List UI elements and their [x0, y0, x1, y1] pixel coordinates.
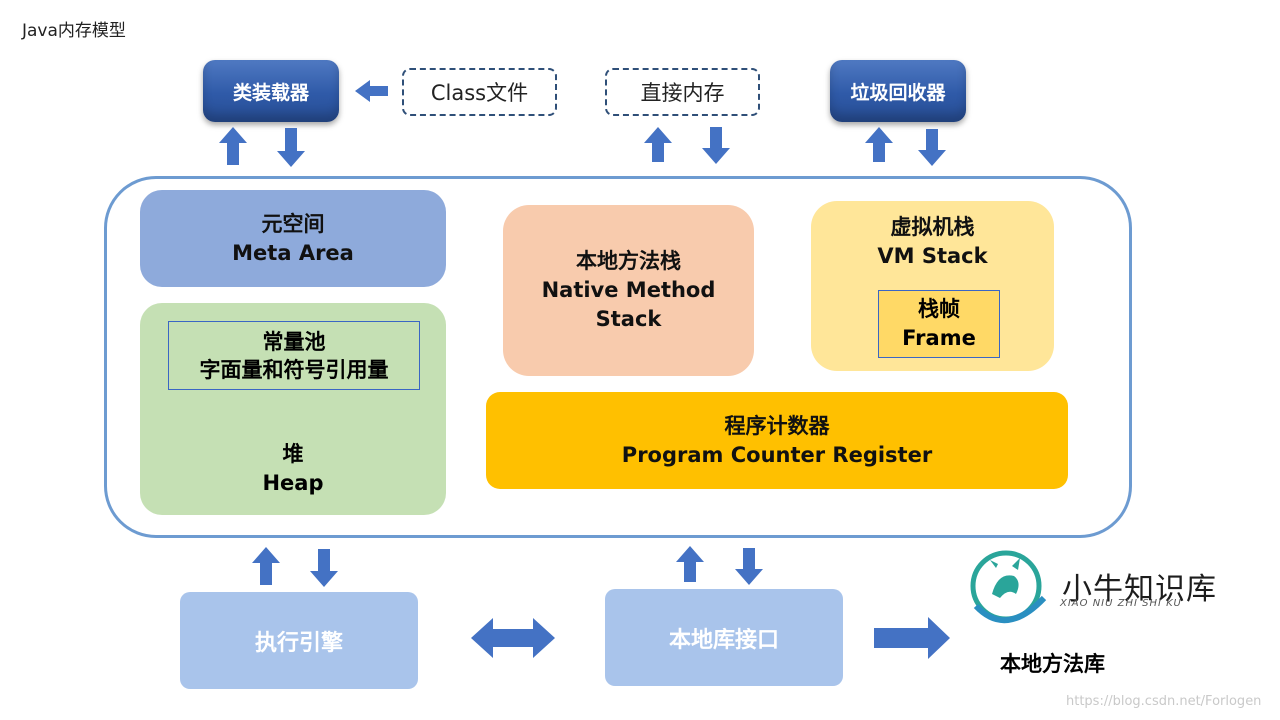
- constant-pool-box: 常量池 字面量和符号引用量: [168, 321, 420, 390]
- pc-cn: 程序计数器: [724, 413, 830, 438]
- meta-area-box: 元空间 Meta Area: [140, 190, 446, 287]
- class-file-label: Class文件: [430, 81, 529, 105]
- class-loader-label: 类装载器: [232, 81, 309, 104]
- execution-engine-box: 执行引擎: [180, 592, 418, 689]
- arrow-down-icon: [310, 549, 338, 587]
- double-arrow-icon: [471, 618, 555, 658]
- arrow-right-icon: [874, 617, 950, 659]
- vm-stack-en: VM Stack: [877, 244, 988, 268]
- direct-memory-label: 直接内存: [640, 81, 725, 105]
- frame-box: 栈帧 Frame: [878, 290, 1000, 358]
- native-stack-en2: Stack: [595, 307, 662, 331]
- meta-area-en: Meta Area: [232, 240, 354, 265]
- program-counter-box: 程序计数器 Program Counter Register: [486, 392, 1068, 489]
- heap-cn: 堆: [282, 442, 304, 466]
- heap-label: 堆 Heap: [140, 440, 446, 498]
- arrow-down-icon: [735, 548, 763, 585]
- native-stack-cn: 本地方法栈: [576, 249, 681, 273]
- page-title: Java内存模型: [22, 21, 126, 41]
- frame-cn: 栈帧: [918, 297, 960, 321]
- arrow-up-icon: [252, 547, 280, 585]
- arrow-up-icon: [219, 127, 247, 165]
- native-interface-box: 本地库接口: [605, 589, 843, 686]
- pc-en: Program Counter Register: [621, 442, 933, 467]
- constant-pool-title: 常量池: [262, 329, 326, 354]
- native-interface-label: 本地库接口: [668, 627, 779, 653]
- constant-pool-desc: 字面量和符号引用量: [199, 357, 389, 382]
- arrow-down-icon: [277, 128, 305, 167]
- direct-memory-node: 直接内存: [605, 68, 760, 116]
- logo-subtitle: XIAO NIU ZHI SHI KU: [1060, 598, 1182, 609]
- arrow-up-icon: [865, 127, 893, 162]
- watermark: https://blog.csdn.net/Forlogen: [1066, 694, 1262, 709]
- gc-label: 垃圾回收器: [850, 81, 946, 104]
- native-method-stack-box: 本地方法栈 Native Method Stack: [503, 205, 754, 376]
- exec-engine-label: 执行引擎: [254, 630, 343, 656]
- heap-en: Heap: [262, 471, 324, 495]
- arrow-up-icon: [676, 546, 704, 582]
- arrow-up-icon: [644, 127, 672, 162]
- logo-name: 小牛知识库: [1062, 572, 1217, 607]
- vm-stack-box: 虚拟机栈 VM Stack: [811, 201, 1054, 371]
- native-stack-en1: Native Method: [541, 278, 716, 302]
- logo-icon: [970, 550, 1047, 624]
- meta-area-cn: 元空间: [261, 211, 325, 236]
- arrow-down-icon: [918, 129, 946, 166]
- vm-stack-cn: 虚拟机栈: [890, 215, 975, 239]
- class-loader-node: 类装载器: [203, 60, 339, 122]
- native-library-label: 本地方法库: [1000, 652, 1105, 676]
- arrow-down-icon: [702, 127, 730, 164]
- gc-node: 垃圾回收器: [830, 60, 966, 122]
- frame-en: Frame: [902, 326, 976, 350]
- arrow-left-icon: [355, 80, 388, 102]
- class-file-node: Class文件: [402, 68, 557, 116]
- heap-box: [140, 303, 446, 515]
